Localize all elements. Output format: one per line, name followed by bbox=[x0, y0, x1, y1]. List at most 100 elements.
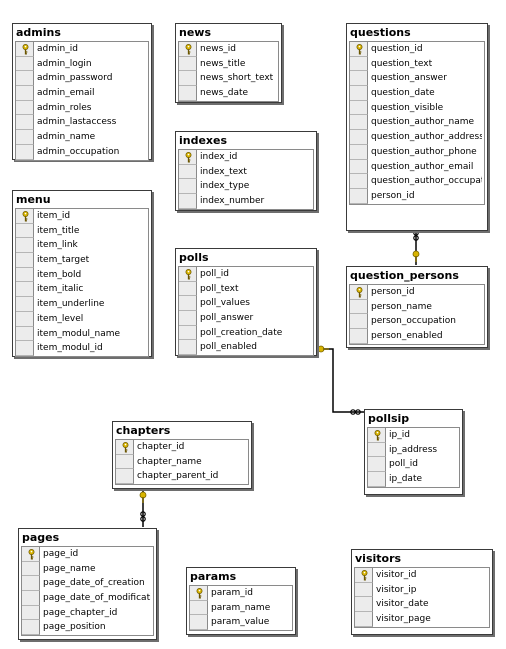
column-marker-cell bbox=[179, 179, 197, 195]
column-row[interactable]: index_number bbox=[179, 194, 313, 209]
column-row[interactable]: question_visible bbox=[350, 100, 484, 116]
column-name: news_title bbox=[200, 58, 246, 69]
column-row[interactable]: person_id bbox=[350, 285, 484, 300]
column-marker-cell bbox=[179, 267, 197, 282]
column-row[interactable]: admin_name bbox=[16, 130, 148, 145]
relationship-chapters-pages[interactable] bbox=[139, 490, 147, 527]
column-row[interactable]: question_author_email bbox=[350, 159, 484, 175]
relationship-questions-question-persons[interactable] bbox=[412, 230, 420, 265]
column-row[interactable]: chapter_parent_id bbox=[116, 469, 248, 485]
column-row[interactable]: item_level bbox=[16, 311, 148, 327]
column-row[interactable]: poll_id bbox=[179, 267, 313, 282]
column-row[interactable]: ip_date bbox=[368, 472, 459, 487]
column-row[interactable]: visitor_ip bbox=[355, 582, 489, 598]
primary-key-icon bbox=[185, 44, 192, 55]
column-row[interactable]: index_text bbox=[179, 164, 313, 180]
column-row[interactable]: page_position bbox=[22, 620, 153, 636]
column-row[interactable]: index_type bbox=[179, 179, 313, 195]
column-row[interactable]: page_id bbox=[22, 547, 153, 562]
column-row[interactable]: news_id bbox=[179, 42, 278, 57]
column-name: question_author_name bbox=[371, 117, 475, 128]
column-row[interactable]: question_author_address bbox=[350, 130, 484, 145]
column-row[interactable]: item_bold bbox=[16, 267, 148, 283]
column-marker-cell bbox=[16, 42, 34, 57]
column-row[interactable]: ip_address bbox=[368, 442, 459, 458]
primary-key-icon bbox=[28, 549, 35, 560]
column-row[interactable]: news_title bbox=[179, 56, 278, 72]
column-row[interactable]: person_name bbox=[350, 299, 484, 315]
table-title: pages bbox=[22, 531, 60, 544]
column-marker-cell bbox=[16, 238, 34, 254]
column-row[interactable]: param_name bbox=[190, 600, 292, 616]
column-row[interactable]: page_date_of_modificatio bbox=[22, 591, 153, 606]
column-row[interactable]: poll_values bbox=[179, 296, 313, 312]
column-row[interactable]: item_italic bbox=[16, 282, 148, 298]
column-row[interactable]: page_date_of_creation bbox=[22, 576, 153, 592]
column-row[interactable]: item_target bbox=[16, 253, 148, 268]
column-row[interactable]: item_modul_name bbox=[16, 326, 148, 342]
column-name: admin_roles bbox=[37, 102, 92, 113]
column-row[interactable]: poll_id bbox=[368, 457, 459, 473]
table-title: questions bbox=[350, 26, 411, 39]
relationship-polls-pollsip[interactable] bbox=[317, 345, 364, 415]
column-row[interactable]: poll_text bbox=[179, 281, 313, 297]
column-row[interactable]: question_id bbox=[350, 42, 484, 57]
column-row[interactable]: admin_login bbox=[16, 56, 148, 72]
column-row[interactable]: visitor_id bbox=[355, 568, 489, 583]
column-name: admin_password bbox=[37, 73, 113, 84]
column-row[interactable]: index_id bbox=[179, 150, 313, 165]
column-row[interactable]: admin_lastaccess bbox=[16, 115, 148, 131]
column-marker-cell bbox=[22, 591, 40, 606]
column-name: chapter_parent_id bbox=[137, 471, 219, 482]
column-row[interactable]: question_author_phone bbox=[350, 144, 484, 160]
column-row[interactable]: question_author_occupati bbox=[350, 174, 484, 189]
column-row[interactable]: person_id bbox=[350, 188, 484, 204]
column-row[interactable]: question_date bbox=[350, 86, 484, 101]
column-row[interactable]: admin_email bbox=[16, 86, 148, 101]
column-row[interactable]: visitor_page bbox=[355, 612, 489, 627]
column-row[interactable]: poll_enabled bbox=[179, 340, 313, 356]
column-row[interactable]: news_date bbox=[179, 86, 278, 101]
column-row[interactable]: admin_password bbox=[16, 71, 148, 87]
column-row[interactable]: page_name bbox=[22, 561, 153, 577]
column-row[interactable]: item_modul_id bbox=[16, 341, 148, 356]
column-row[interactable]: poll_answer bbox=[179, 311, 313, 326]
column-row[interactable]: visitor_date bbox=[355, 597, 489, 613]
column-row[interactable]: question_author_name bbox=[350, 115, 484, 131]
column-row[interactable]: item_underline bbox=[16, 297, 148, 312]
column-row[interactable]: chapter_id bbox=[116, 440, 248, 455]
column-row[interactable]: admin_id bbox=[16, 42, 148, 57]
column-row[interactable]: person_occupation bbox=[350, 314, 484, 330]
column-row[interactable]: admin_roles bbox=[16, 100, 148, 116]
column-row[interactable]: item_link bbox=[16, 238, 148, 254]
column-marker-cell bbox=[355, 597, 373, 613]
column-row[interactable]: item_title bbox=[16, 223, 148, 239]
column-row[interactable]: news_short_text bbox=[179, 71, 278, 87]
column-row[interactable]: admin_occupation bbox=[16, 144, 148, 160]
column-row[interactable]: item_id bbox=[16, 209, 148, 224]
column-row[interactable]: chapter_name bbox=[116, 454, 248, 470]
column-row[interactable]: param_value bbox=[190, 615, 292, 631]
column-name: visitor_date bbox=[376, 599, 429, 610]
column-row[interactable]: question_text bbox=[350, 56, 484, 72]
column-row[interactable]: page_chapter_id bbox=[22, 605, 153, 621]
column-row[interactable]: ip_id bbox=[368, 428, 459, 443]
column-marker-cell bbox=[179, 86, 197, 101]
column-row[interactable]: person_enabled bbox=[350, 329, 484, 344]
column-row[interactable]: param_id bbox=[190, 586, 292, 601]
column-row[interactable]: poll_creation_date bbox=[179, 325, 313, 341]
column-row[interactable]: question_answer bbox=[350, 71, 484, 87]
